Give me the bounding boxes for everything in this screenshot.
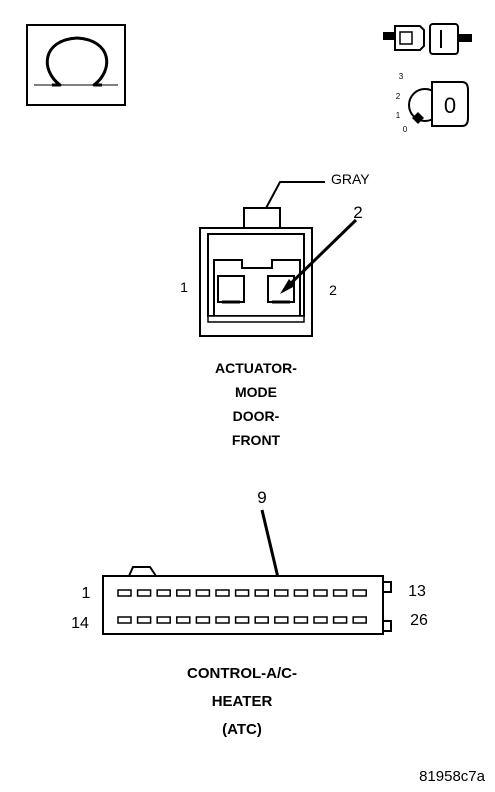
actuator-title-line-3: DOOR- (233, 408, 280, 424)
control-pin-callout: 9 (257, 488, 266, 507)
pin-cavity-23 (293, 616, 309, 624)
pin-cavity-1 (117, 589, 132, 597)
ignition-key-label: 0 (444, 93, 456, 118)
ignition-position-0: 0 (403, 125, 408, 134)
pin-cavity-25 (332, 616, 348, 624)
ignition-position-1: 1 (396, 111, 401, 120)
actuator-title-line-4: FRONT (232, 432, 281, 448)
connector-disconnect-icon (383, 23, 472, 55)
control-pin-14-label: 14 (71, 615, 89, 632)
control-pin-13-label: 13 (408, 583, 426, 600)
actuator-color-label: GRAY (331, 171, 370, 187)
pin-cavity-17 (176, 616, 191, 624)
actuator-pin-2-label: 2 (329, 282, 337, 298)
pin-cavity-9 (274, 589, 289, 597)
pin-cavity-11 (313, 589, 328, 597)
pin-cavity-10 (293, 589, 309, 597)
control-title-line-1: CONTROL-A/C- (187, 665, 297, 682)
ignition-key-icon: 0 3 2 1 0 (396, 72, 469, 134)
pin-cavity-21 (254, 616, 269, 624)
actuator-connector: GRAY 2 1 2 ACTUATOR- MODE DOOR- FRONT (180, 171, 370, 448)
control-title-line-2: HEATER (212, 693, 273, 710)
pin-cavity-14 (117, 616, 132, 624)
pin-cavity-15 (136, 616, 152, 624)
pin-cavity-24 (313, 616, 328, 624)
control-pin-26-label: 26 (410, 612, 428, 629)
pin-cavity-26 (352, 616, 367, 624)
pin-cavity-20 (234, 616, 250, 624)
ignition-position-2: 2 (396, 92, 401, 101)
pin-cavity-8 (254, 589, 269, 597)
pin-cavity-22 (274, 616, 289, 624)
figure-id: 81958c7a (419, 768, 486, 785)
pin-cavity-7 (234, 589, 250, 597)
pin-cavity-4 (176, 589, 191, 597)
pin-cavity-16 (156, 616, 171, 624)
pin-cavity-5 (195, 589, 211, 597)
ohm-symbol-icon (26, 24, 126, 106)
control-title-line-3: (ATC) (222, 721, 262, 738)
pin-cavity-12 (332, 589, 348, 597)
pin-cavity-2 (136, 589, 152, 597)
actuator-title-line-1: ACTUATOR- (215, 360, 297, 376)
pin-cavity-3 (156, 589, 171, 597)
ignition-position-3: 3 (399, 72, 404, 81)
actuator-pin-callout: 2 (353, 203, 362, 222)
control-pin-1-label: 1 (82, 585, 91, 602)
control-connector: 9 1 14 13 26 CONTROL-A/C- HEATER (ATC) (71, 488, 428, 738)
control-pin-rows (117, 589, 367, 624)
pin-cavity-6 (215, 589, 230, 597)
actuator-title-line-2: MODE (235, 384, 277, 400)
pin-cavity-18 (195, 616, 211, 624)
actuator-pin-1-label: 1 (180, 279, 188, 295)
pin-cavity-13 (352, 589, 367, 597)
pin-cavity-19 (215, 616, 230, 624)
